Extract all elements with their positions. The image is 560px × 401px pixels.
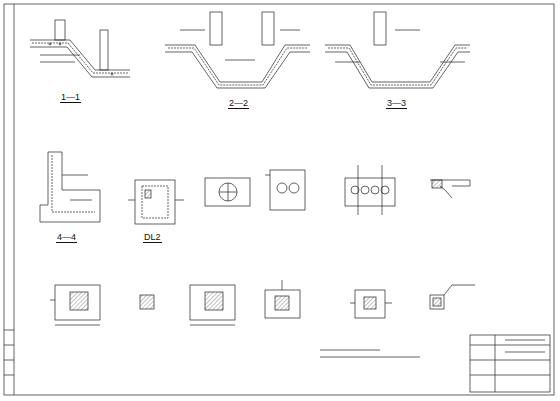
section-4-4-stroke xyxy=(52,155,95,212)
dl2-detail-stroke xyxy=(145,190,151,198)
section-1-1-stroke xyxy=(30,47,130,77)
title-block-stroke xyxy=(470,345,550,346)
section-4-4-stroke xyxy=(70,200,92,201)
notes-lines-stroke xyxy=(320,357,420,358)
detail-row-2-stroke xyxy=(382,165,383,215)
notes-lines-stroke xyxy=(320,350,380,351)
detail-row-3 xyxy=(50,280,475,325)
section-2-2-stroke xyxy=(165,45,310,82)
detail-row-3-stroke xyxy=(430,295,444,309)
sheet-frame-stroke xyxy=(4,375,14,376)
section-1-1-stroke xyxy=(40,62,75,63)
section-1-1-stroke xyxy=(30,40,130,70)
detail-row-3-stroke xyxy=(265,290,300,318)
title-block xyxy=(470,335,550,392)
title-block-stroke xyxy=(470,335,550,392)
section-label: 3—3 xyxy=(386,98,407,109)
notes-lines xyxy=(320,350,420,357)
title-block-stroke xyxy=(470,360,550,361)
section-2-2-stroke xyxy=(210,12,222,45)
section-2-2-stroke xyxy=(280,30,300,31)
section-1-1-stroke xyxy=(49,43,51,45)
detail-row-3-stroke xyxy=(364,297,376,309)
section-2-2-stroke xyxy=(168,48,307,85)
sheet-frame-stroke xyxy=(4,360,14,361)
dl2-detail-stroke xyxy=(135,180,175,224)
detail-row-2 xyxy=(205,165,470,215)
detail-row-2-stroke xyxy=(265,175,270,176)
section-3-3-stroke xyxy=(328,48,467,85)
section-2-2 xyxy=(165,12,310,88)
detail-row-2-stroke xyxy=(345,178,395,206)
detail-row-2-stroke xyxy=(270,170,305,210)
section-2-2-stroke xyxy=(225,60,255,61)
detail-row-3-stroke xyxy=(282,280,283,290)
title-block-stroke xyxy=(505,352,545,353)
title-block-stroke xyxy=(495,335,496,392)
section-1-1-stroke xyxy=(100,30,108,70)
section-4-4-stroke xyxy=(62,175,88,176)
dl2-detail xyxy=(128,180,184,224)
dl2-detail-stroke xyxy=(128,200,135,201)
section-label: 2—2 xyxy=(228,98,249,109)
section-3-3-stroke xyxy=(325,45,470,82)
detail-row-3-stroke xyxy=(55,285,100,320)
dl2-detail-stroke xyxy=(175,200,184,201)
detail-row-3-stroke xyxy=(350,303,355,304)
section-1-1 xyxy=(30,20,130,77)
detail-row-3-stroke xyxy=(444,285,475,295)
sheet-frame xyxy=(4,4,554,395)
detail-row-3-stroke xyxy=(140,295,154,309)
section-1-1-stroke xyxy=(40,55,80,56)
section-3-3-stroke xyxy=(440,62,465,63)
detail-row-3-stroke xyxy=(50,300,55,301)
section-4-4-stroke xyxy=(40,152,100,222)
section-1-1-stroke xyxy=(32,43,128,73)
title-block-stroke xyxy=(470,375,550,376)
detail-row-2-stroke xyxy=(219,183,237,201)
detail-row-3-stroke xyxy=(385,303,392,304)
section-2-2-stroke xyxy=(262,12,274,45)
detail-row-2-stroke xyxy=(361,186,369,194)
detail-row-3-stroke xyxy=(55,325,100,326)
detail-row-3-stroke xyxy=(205,292,223,310)
detail-row-2-stroke xyxy=(277,183,287,193)
section-1-1-stroke xyxy=(55,20,65,40)
section-2-2-stroke xyxy=(165,52,310,88)
section-label: DL2 xyxy=(143,232,162,243)
section-3-3-stroke xyxy=(395,30,420,31)
section-2-2-stroke xyxy=(180,30,205,31)
detail-row-2-stroke xyxy=(289,183,299,193)
detail-row-3-stroke xyxy=(190,325,235,326)
dl2-detail-stroke xyxy=(142,186,168,218)
section-1-1-stroke xyxy=(111,73,113,75)
section-3-3-stroke xyxy=(325,52,470,88)
detail-row-2-stroke xyxy=(228,183,229,201)
section-label: 4—4 xyxy=(56,232,77,243)
sheet-frame-stroke xyxy=(4,345,14,346)
detail-row-3-stroke xyxy=(70,292,88,310)
detail-row-3-stroke xyxy=(433,298,441,306)
section-1-1-stroke xyxy=(59,43,61,45)
detail-row-2-stroke xyxy=(358,165,359,215)
detail-row-3-stroke xyxy=(190,285,235,320)
section-4-4 xyxy=(40,152,100,222)
title-block-stroke xyxy=(505,340,545,341)
sheet-frame-stroke xyxy=(4,4,554,395)
section-3-3-stroke xyxy=(374,12,386,45)
detail-row-2-stroke xyxy=(371,186,379,194)
section-3-3 xyxy=(325,12,470,88)
detail-row-2-stroke xyxy=(432,180,442,188)
detail-row-3-stroke xyxy=(355,290,385,318)
sheet-frame-stroke xyxy=(14,4,15,395)
detail-row-2-stroke xyxy=(205,178,250,206)
sheet-frame-stroke xyxy=(4,330,14,331)
detail-row-3-stroke xyxy=(275,296,289,310)
section-label: 1—1 xyxy=(60,92,81,103)
section-3-3-stroke xyxy=(335,62,360,63)
